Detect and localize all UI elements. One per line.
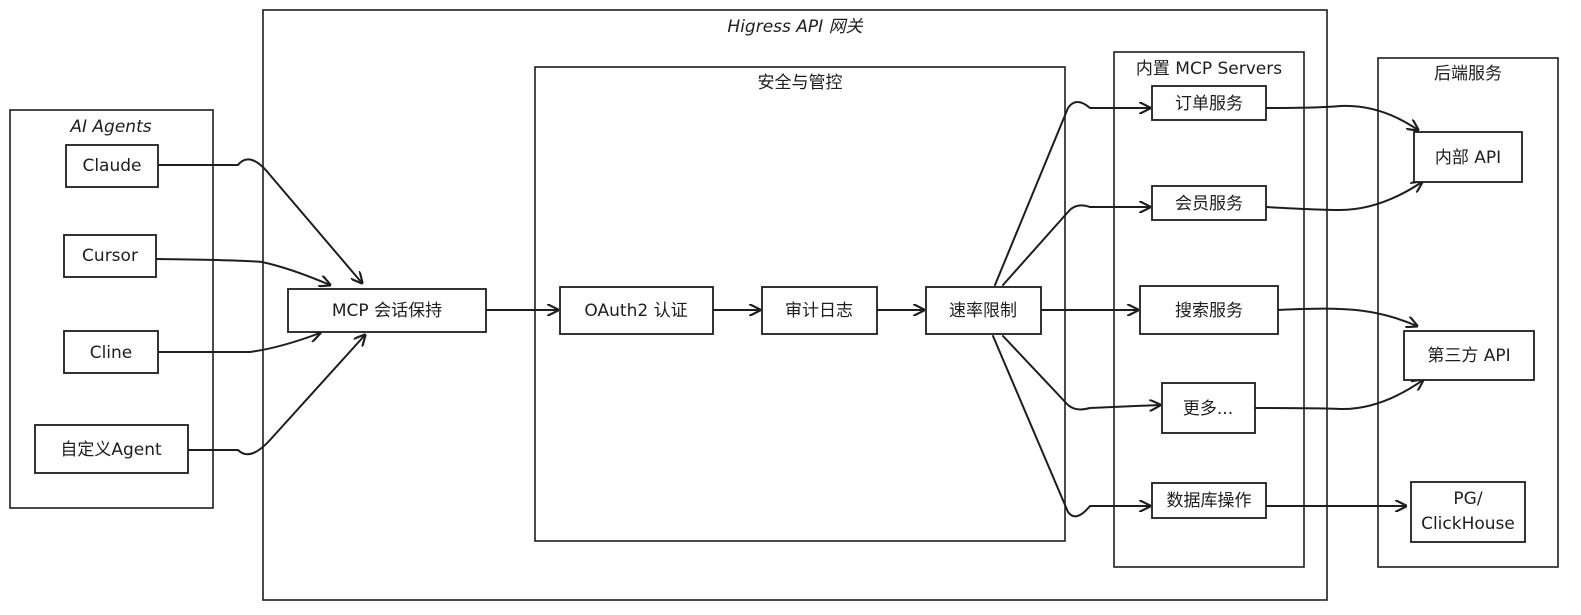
- edge-ratelimit-member: [1002, 205, 1150, 286]
- mcp-server-label: 更多...: [1183, 399, 1233, 419]
- agent-label: 自定义Agent: [60, 440, 162, 460]
- gateway-frame: Higress API 网关: [262, 9, 1328, 601]
- mcp-server-label: 会员服务: [1175, 194, 1243, 214]
- agent-node-custom: 自定义Agent: [34, 424, 189, 474]
- ratelimit-label: 速率限制: [949, 301, 1017, 321]
- agent-label: Cline: [90, 343, 133, 363]
- edge-ratelimit-order: [994, 101, 1150, 286]
- edges: [155, 101, 1423, 518]
- security-title: 安全与管控: [758, 73, 843, 93]
- agent-label: Cursor: [82, 246, 138, 266]
- mcp-server-more: 更多...: [1161, 382, 1256, 434]
- mcp-server-label: 搜索服务: [1175, 301, 1243, 321]
- edge-custom-session: [187, 335, 365, 456]
- edge-order-internal: [1265, 104, 1418, 130]
- backend-third-party-api: 第三方 API: [1403, 330, 1535, 381]
- audit-node: 审计日志: [761, 286, 878, 335]
- session-label: MCP 会话保持: [332, 301, 442, 321]
- edge-cline-session: [157, 333, 320, 353]
- backend-internal-api: 内部 API: [1413, 131, 1523, 183]
- mcp-server-member: 会员服务: [1151, 185, 1267, 221]
- agents-title: AI Agents: [69, 117, 151, 137]
- security-frame: 安全与管控: [534, 66, 1066, 542]
- gateway-title: Higress API 网关: [727, 17, 863, 37]
- audit-label: 审计日志: [785, 301, 853, 321]
- backend-title: 后端服务: [1434, 64, 1502, 84]
- session-node: MCP 会话保持: [287, 288, 487, 333]
- edge-ratelimit-more: [1002, 335, 1160, 409]
- ratelimit-node: 速率限制: [925, 286, 1042, 335]
- edge-more-thirdparty: [1254, 380, 1423, 411]
- mcp-servers-title: 内置 MCP Servers: [1136, 59, 1282, 79]
- backend-label-line1: PG/: [1453, 489, 1482, 509]
- agent-node-cline: Cline: [63, 330, 159, 374]
- agent-label: Claude: [82, 156, 141, 176]
- backend-label-line2: ClickHouse: [1421, 514, 1515, 534]
- backend-pg-clickhouse: PG/ ClickHouse: [1410, 481, 1526, 543]
- mcp-server-search: 搜索服务: [1139, 285, 1279, 335]
- agent-node-claude: Claude: [65, 144, 159, 188]
- agents-frame: AI Agents: [9, 109, 214, 509]
- backend-label: 内部 API: [1435, 148, 1501, 168]
- backend-label: 第三方 API: [1427, 346, 1510, 366]
- agent-node-cursor: Cursor: [63, 234, 157, 278]
- mcp-server-label: 数据库操作: [1167, 491, 1252, 511]
- edge-ratelimit-db: [992, 335, 1150, 518]
- oauth-label: OAuth2 认证: [584, 301, 687, 321]
- edge-member-internal: [1265, 182, 1422, 211]
- mcp-server-db: 数据库操作: [1151, 482, 1267, 519]
- mcp-server-order: 订单服务: [1151, 85, 1267, 121]
- oauth-node: OAuth2 认证: [559, 286, 714, 335]
- edge-cursor-session: [155, 258, 330, 285]
- edge-claude-session: [157, 158, 362, 283]
- edge-search-thirdparty: [1277, 307, 1417, 326]
- mcp-server-label: 订单服务: [1175, 94, 1243, 114]
